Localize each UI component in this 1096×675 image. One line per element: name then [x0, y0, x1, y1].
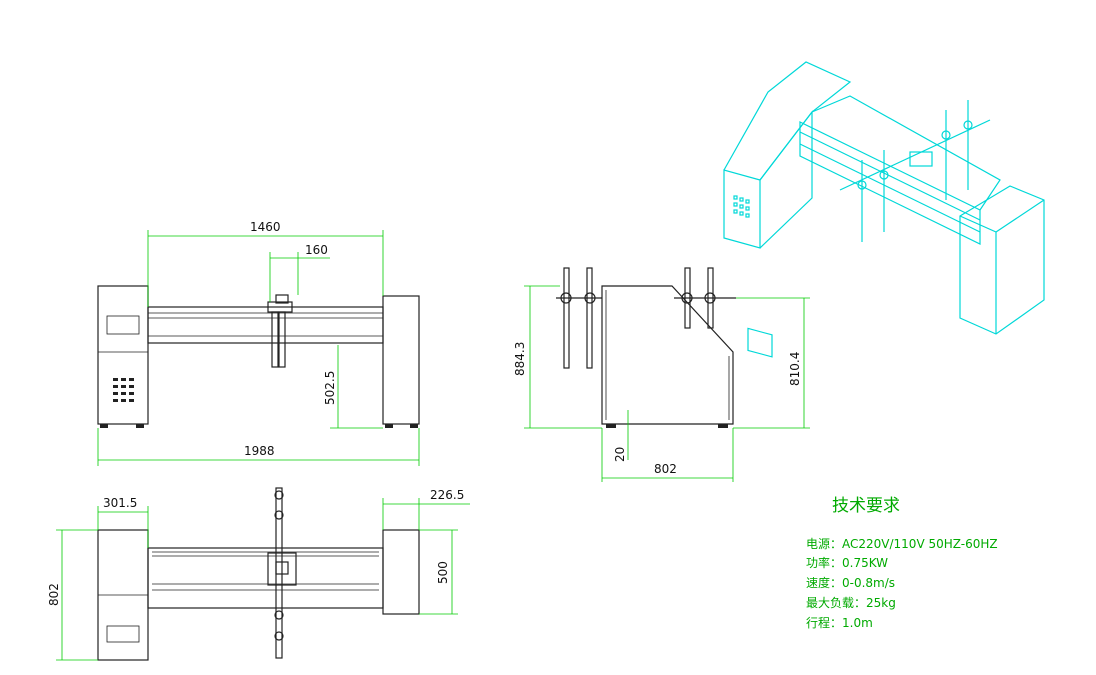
- dim-20: 20: [613, 447, 627, 462]
- spec-speed: 速度：0-0.8m/s: [806, 575, 895, 590]
- isometric-view: [723, 61, 1045, 358]
- dim-884-3: 884.3: [513, 342, 527, 376]
- dim-802-side: 802: [654, 462, 677, 476]
- front-dimensions: [97, 230, 420, 466]
- front-view: 1460 160 502.5 1988: [97, 220, 420, 466]
- front-control-panel: [106, 315, 140, 335]
- side-dimensions: [524, 285, 810, 482]
- plan-dimensions: [56, 498, 470, 661]
- dim-301-5: 301.5: [103, 496, 137, 510]
- front-right-cabinet: [382, 295, 420, 425]
- dim-1988: 1988: [244, 444, 275, 458]
- spec-title: 技术要求: [832, 496, 900, 516]
- dim-1460: 1460: [250, 220, 281, 234]
- front-left-cabinet: [97, 285, 149, 425]
- dim-226-5: 226.5: [430, 488, 464, 502]
- side-view: 884.3 810.4 20 802: [513, 267, 810, 482]
- plan-beam: [147, 547, 384, 609]
- plan-right-cabinet: [382, 529, 420, 615]
- iso-vent-grille: [733, 195, 750, 218]
- dim-502-5: 502.5: [323, 371, 337, 405]
- spec-stroke: 行程：1.0m: [806, 615, 873, 630]
- spec-power-supply: 电源：AC220V/110V 50HZ-60HZ: [806, 537, 998, 551]
- spec-power: 功率：0.75KW: [806, 555, 888, 570]
- dim-802-plan: 802: [47, 583, 61, 606]
- front-beam: [147, 306, 384, 344]
- front-vent-grille: [113, 378, 134, 402]
- side-housing: [601, 285, 734, 425]
- dim-500: 500: [436, 561, 450, 584]
- spec-block: 技术要求 电源：AC220V/110V 50HZ-60HZ 功率：0.75KW …: [806, 496, 998, 630]
- dim-810-4: 810.4: [788, 352, 802, 386]
- plan-view: 301.5 226.5 802 500: [47, 487, 470, 661]
- dim-160: 160: [305, 243, 328, 257]
- spec-max-load: 最大负载：25kg: [806, 596, 896, 610]
